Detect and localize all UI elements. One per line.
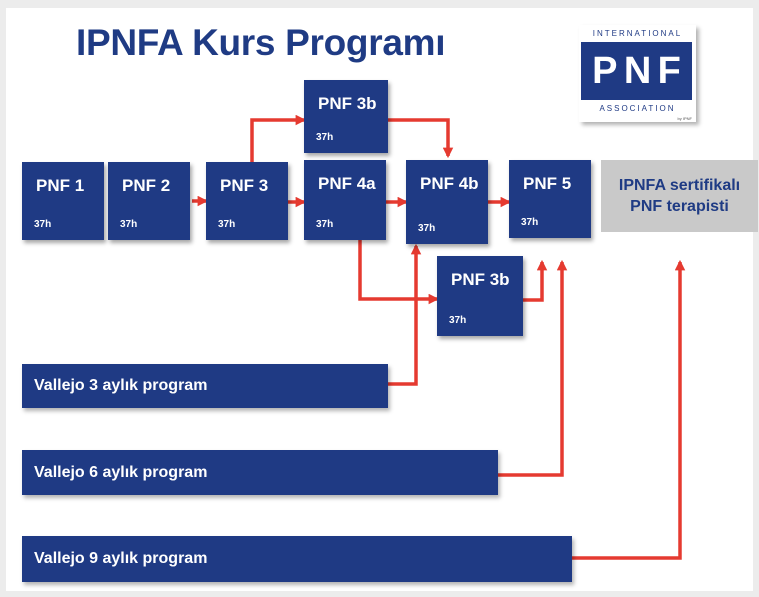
course-name: PNF 1: [36, 176, 85, 195]
logo-tiny-text: by IPNF: [677, 116, 692, 121]
program-bar-6-month: Vallejo 6 aylık program: [22, 450, 498, 495]
certificate-line-2: PNF terapisti: [630, 198, 729, 215]
logo-letters: P N F: [581, 42, 692, 100]
arrow-pnf3b-top-to-pnf4b: [388, 118, 454, 159]
logo-top-text: INTERNATIONAL: [592, 29, 683, 38]
course-name: PNF 3b: [451, 270, 510, 289]
course-name: PNF 3: [220, 176, 269, 195]
arrow-pnf3-to-pnf3b-top: [250, 114, 307, 162]
logo-letter-p: P: [592, 49, 618, 92]
course-hours: 37h: [120, 219, 138, 230]
course-box-pnf3: PNF 3 37h: [206, 162, 288, 240]
arrow-pnf3b-bottom-to-pnf5: [523, 259, 548, 302]
course-name: PNF 3b: [318, 94, 377, 113]
arrow-3month-to-pnf4b: [388, 243, 422, 386]
arrow-6month-to-pnf5: [498, 259, 568, 477]
certificate-box: IPNFA sertifikalı PNF terapisti: [601, 160, 758, 232]
ipnfa-logo: INTERNATIONAL P N F ASSOCIATION by IPNF: [579, 25, 696, 122]
arrow-pnf4a-to-pnf3b-bottom: [358, 240, 440, 305]
course-hours: 37h: [218, 219, 236, 230]
logo-bottom-text: ASSOCIATION: [599, 104, 676, 113]
logo-band: P N F: [581, 42, 692, 100]
course-name: PNF 5: [523, 174, 572, 193]
course-box-pnf4b: PNF 4b 37h: [406, 160, 488, 244]
course-name: PNF 2: [122, 176, 171, 195]
logo-letter-n: N: [623, 49, 652, 92]
page-title: IPNFA Kurs Programı: [76, 22, 446, 63]
logo-letter-f: F: [657, 49, 681, 92]
course-box-pnf1: PNF 1 37h: [22, 162, 104, 240]
course-name: PNF 4b: [420, 174, 479, 193]
course-hours: 37h: [316, 132, 334, 143]
course-box-pnf3b-top: PNF 3b 37h: [304, 80, 388, 153]
program-bar-3-month: Vallejo 3 aylık program: [22, 364, 388, 408]
course-hours: 37h: [521, 217, 539, 228]
program-bar-9-month: Vallejo 9 aylık program: [22, 536, 572, 582]
certificate-line-1: IPNFA sertifikalı: [618, 177, 741, 194]
course-box-pnf3b-bottom: PNF 3b 37h: [437, 256, 523, 336]
course-box-pnf5: PNF 5 37h: [509, 160, 591, 238]
course-hours: 37h: [449, 315, 467, 326]
course-box-pnf4a: PNF 4a 37h: [304, 160, 386, 240]
course-name: PNF 4a: [318, 174, 376, 193]
course-hours: 37h: [316, 219, 334, 230]
course-hours: 37h: [418, 223, 436, 234]
course-box-pnf2: PNF 2 37h: [108, 162, 190, 240]
arrow-9month-to-certificate: [572, 259, 686, 560]
course-hours: 37h: [34, 219, 52, 230]
